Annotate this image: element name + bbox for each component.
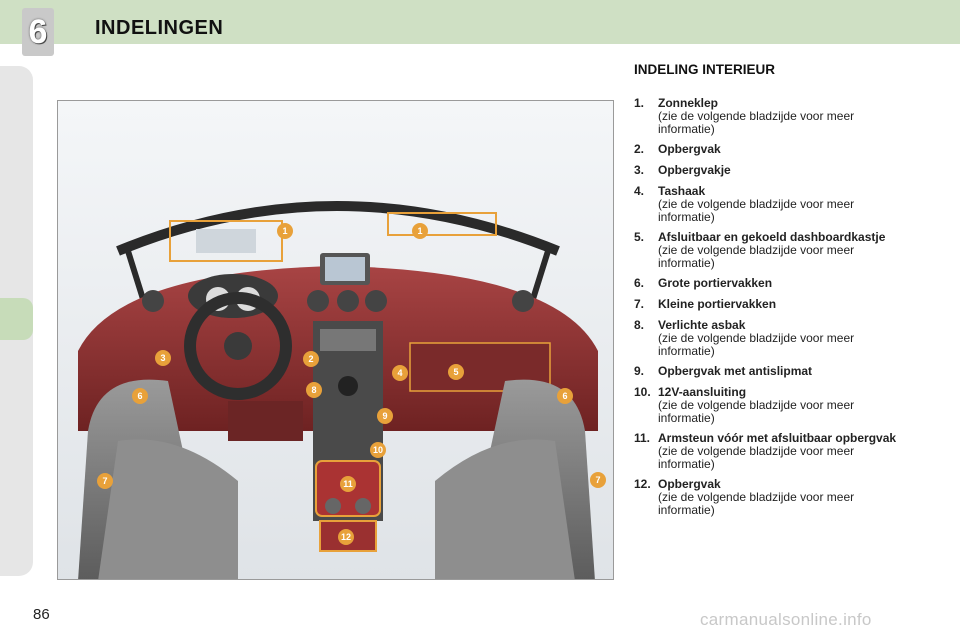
item-number: 7. [634, 297, 645, 311]
callout-4: 4 [392, 365, 408, 381]
item-label: Verlichte asbak [658, 318, 746, 332]
callout-6a: 6 [132, 388, 148, 404]
item-label: Opbergvak [658, 477, 721, 491]
svg-text:9: 9 [382, 411, 387, 421]
item-number: 10. [634, 385, 651, 399]
callout-7a: 7 [97, 473, 113, 489]
list-item: 9. Opbergvak met antislipmat [634, 365, 934, 378]
item-note: (zie de volgende bladzijde voor meer inf… [658, 398, 855, 425]
item-number: 11. [634, 431, 651, 445]
section-title: INDELING INTERIEUR [634, 62, 776, 77]
callout-8: 8 [306, 382, 322, 398]
item-number: 2. [634, 142, 645, 156]
callout-9: 9 [377, 408, 393, 424]
list-item: 1. Zonneklep (zie de volgende bladzijde v… [634, 97, 934, 135]
item-label: Opbergvakje [658, 163, 731, 177]
item-label: 12V-aansluiting [658, 385, 747, 399]
list-item: 8. Verlichte asbak (zie de volgende bladz… [634, 319, 934, 357]
item-number: 1. [634, 96, 645, 110]
interior-illustration: 1 1 2 3 4 5 6 6 7 7 8 9 10 11 12 [57, 100, 614, 580]
item-note: (zie de volgende bladzijde voor meer inf… [658, 243, 855, 270]
list-item: 7. Kleine portiervakken [634, 298, 934, 311]
svg-text:2: 2 [308, 354, 313, 364]
svg-text:10: 10 [373, 445, 383, 455]
item-number: 3. [634, 163, 645, 177]
svg-text:1: 1 [417, 226, 422, 236]
callout-7b: 7 [590, 472, 606, 488]
callout-12: 12 [338, 529, 354, 545]
item-label: Tashaak [658, 184, 706, 198]
item-note: (zie de volgende bladzijde voor meer inf… [658, 197, 855, 224]
svg-text:11: 11 [343, 479, 353, 489]
callout-6b: 6 [557, 388, 573, 404]
svg-text:6: 6 [137, 391, 142, 401]
item-note: (zie de volgende bladzijde voor meer inf… [658, 109, 855, 136]
item-number: 5. [634, 230, 645, 244]
svg-text:1: 1 [282, 226, 287, 236]
list-item: 3. Opbergvakje [634, 164, 934, 177]
chapter-tab [0, 298, 33, 340]
list-item: 12. Opbergvak (zie de volgende bladzijde … [634, 478, 934, 516]
item-label: Kleine portiervakken [658, 297, 777, 311]
callout-11: 11 [340, 476, 356, 492]
svg-text:6: 6 [562, 391, 567, 401]
item-number: 6. [634, 276, 645, 290]
svg-text:8: 8 [311, 385, 316, 395]
callout-2: 2 [303, 351, 319, 367]
item-number: 8. [634, 318, 645, 332]
item-number: 12. [634, 477, 651, 491]
svg-text:12: 12 [341, 532, 351, 542]
item-label: Afsluitbaar en gekoeld dashboardkastje [658, 230, 886, 244]
item-label: Armsteun vóór met afsluitbaar opbergvak [658, 431, 897, 445]
svg-text:3: 3 [160, 353, 165, 363]
list-item: 6. Grote portiervakken [634, 277, 934, 290]
interior-drawing: 1 1 2 3 4 5 6 6 7 7 8 9 10 11 12 [58, 101, 613, 579]
watermark: carmanualsonline.info [700, 610, 872, 629]
chapter-number: 6 [28, 12, 48, 51]
page-title: INDELINGEN [95, 17, 224, 39]
item-note: (zie de volgende bladzijde voor meer inf… [658, 490, 855, 517]
svg-text:7: 7 [102, 476, 107, 486]
svg-text:7: 7 [595, 475, 600, 485]
chapter-badge: 6 [22, 8, 54, 56]
list-item: 4. Tashaak (zie de volgende bladzijde voo… [634, 185, 934, 223]
callout-3: 3 [155, 350, 171, 366]
item-number: 9. [634, 364, 645, 378]
svg-text:4: 4 [397, 368, 402, 378]
list-item: 10. 12V-aansluiting (zie de volgende blad… [634, 386, 934, 424]
callout-10: 10 [370, 442, 386, 458]
callout-1b: 1 [412, 223, 428, 239]
callout-5: 5 [448, 364, 464, 380]
list-item: 5. Afsluitbaar en gekoeld dashboardkastje… [634, 231, 934, 269]
item-label: Grote portiervakken [658, 276, 773, 290]
page-number: 86 [33, 606, 50, 623]
list-item: 2. Opbergvak [634, 143, 934, 156]
callout-1a: 1 [277, 223, 293, 239]
list-item: 11. Armsteun vóór met afsluitbaar opbergv… [634, 432, 934, 470]
item-number: 4. [634, 184, 645, 198]
item-label: Opbergvak [658, 142, 721, 156]
item-note: (zie de volgende bladzijde voor meer inf… [658, 331, 855, 358]
item-note: (zie de volgende bladzijde voor meer inf… [658, 444, 855, 471]
svg-text:5: 5 [453, 367, 458, 377]
header-bar [0, 0, 960, 44]
item-label: Zonneklep [658, 96, 719, 110]
item-label: Opbergvak met antislipmat [658, 364, 813, 378]
item-list: 1. Zonneklep (zie de volgende bladzijde v… [634, 97, 934, 524]
